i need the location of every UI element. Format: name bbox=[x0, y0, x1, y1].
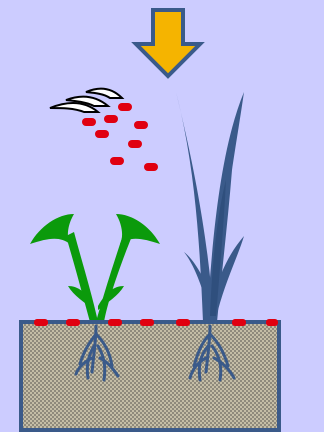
droplet bbox=[144, 163, 158, 171]
droplet bbox=[104, 115, 118, 123]
droplet bbox=[134, 121, 148, 129]
droplet bbox=[128, 140, 142, 148]
droplet bbox=[118, 103, 132, 111]
droplet bbox=[110, 157, 124, 165]
droplet bbox=[82, 118, 96, 126]
droplet bbox=[95, 130, 109, 138]
soil-block bbox=[21, 322, 279, 430]
